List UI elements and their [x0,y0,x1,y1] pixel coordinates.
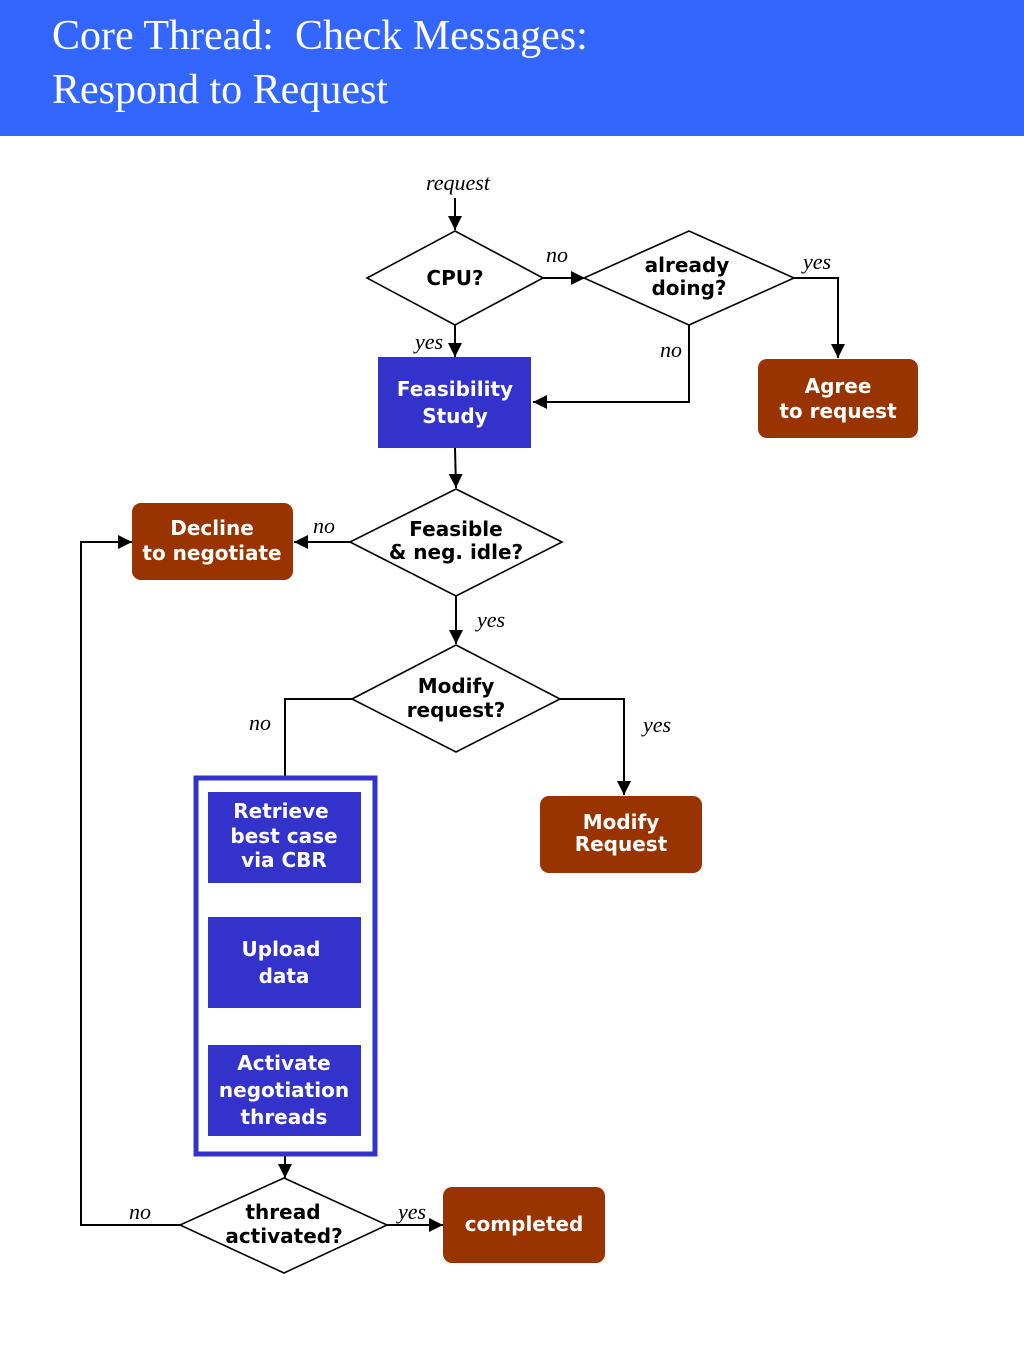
negotiation-group: Retrieve best case via CBR Upload data A… [193,775,378,1157]
process-retrieve-box [208,792,361,883]
decision-modify-text-1: Modify [418,674,495,698]
process-feasibility-study-text-1: Feasibility [397,377,513,401]
thread-no-label: no [129,1199,151,1224]
decision-modify: Modify request? [350,644,562,753]
decision-modify-shape [350,644,562,753]
edge-already-yes [794,277,845,358]
decision-already-doing-text-1: already [645,253,730,277]
edge-modify-no [278,698,352,792]
request-input-label: request [426,170,491,195]
process-retrieve-text-3: via CBR [241,848,327,872]
cpu-no-label: no [546,242,568,267]
thread-yes-label: yes [396,1199,426,1224]
edge-thread-no [80,535,180,1226]
decision-thread-activated-text-1: thread [245,1200,320,1224]
terminal-agree: Agree to request [758,359,918,438]
terminal-decline-text-2: to negotiate [142,541,281,565]
terminal-decline-text-1: Decline [170,516,254,540]
process-upload-text-1: Upload [242,937,321,961]
process-feasibility-study: Feasibility Study [378,357,531,448]
process-upload-text-2: data [259,964,310,988]
feasible-no-label: no [313,513,335,538]
terminal-decline: Decline to negotiate [132,503,293,580]
edges [80,198,845,1232]
decision-already-doing-text-2: doing? [651,276,726,300]
edge-already-no [533,325,690,409]
decision-feasible-shape [348,488,564,597]
process-retrieve-text-1: Retrieve [233,799,328,823]
slide-title-line-2: Respond to Request [52,67,388,113]
process-activate-text-2: negotiation [219,1078,349,1102]
decision-cpu-shape [365,230,545,326]
terminal-completed-box [443,1187,605,1263]
terminal-modify-request: Modify Request [540,796,702,873]
edge-modify-yes [560,698,631,795]
terminal-modify-request-text-1: Modify [583,810,660,834]
terminal-decline-box [132,503,293,580]
process-feasibility-study-box [378,357,531,448]
decision-cpu-text: CPU? [426,266,483,290]
terminal-modify-request-text-2: Request [575,832,668,856]
terminal-modify-request-box [540,796,702,873]
slide-title-line-1: Core Thread: Check Messages: [52,13,588,59]
decision-modify-text-2: request? [407,698,506,722]
title-banner: Core Thread: Check Messages: Respond to … [0,0,1024,136]
decision-feasible: Feasible & neg. idle? [348,488,564,597]
decision-thread-activated-text-2: activated? [225,1224,342,1248]
terminal-agree-box [758,359,918,438]
process-activate-text-1: Activate [237,1051,330,1075]
modify-no-label: no [249,710,271,735]
process-activate-text-3: threads [241,1105,328,1129]
decision-feasible-text-2: & neg. idle? [389,540,523,564]
decision-thread-activated: thread activated? [178,1177,389,1274]
already-no-label: no [660,337,682,362]
modify-yes-label: yes [641,712,671,737]
process-feasibility-study-text-2: Study [422,404,488,428]
decision-feasible-text-1: Feasible [409,517,502,541]
process-upload-box [208,917,361,1008]
decision-already-doing-shape [582,230,796,326]
decision-cpu: CPU? [365,230,545,326]
process-retrieve-text-2: best case [230,824,337,848]
already-yes-label: yes [801,249,831,274]
terminal-agree-text-2: to request [779,399,897,423]
decision-thread-activated-shape [178,1177,389,1274]
decision-already-doing: already doing? [582,230,796,326]
terminal-completed-text: completed [465,1212,584,1236]
terminal-agree-text-1: Agree [805,374,872,398]
process-activate-box [208,1045,361,1136]
edge-feasibility-to-feasible [448,447,463,489]
feasible-yes-label: yes [475,607,505,632]
cpu-yes-label: yes [413,329,443,354]
terminal-completed: completed [443,1187,605,1263]
